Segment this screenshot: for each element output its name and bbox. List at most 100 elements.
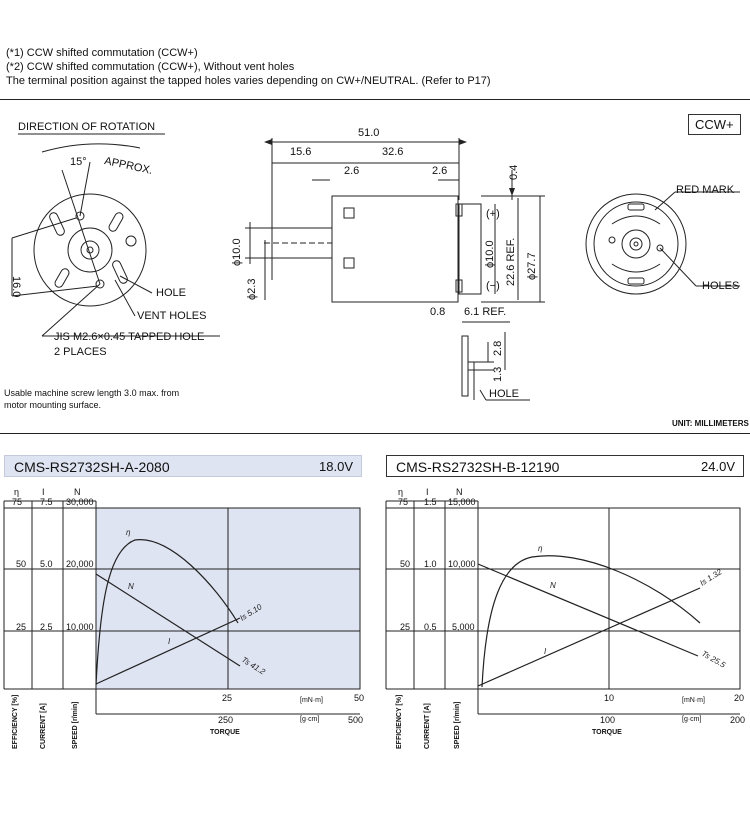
- chart-a-n-label: N: [128, 582, 134, 591]
- dim-16: 16.0: [10, 276, 22, 298]
- chart-b-x-label: TORQUE: [592, 729, 622, 736]
- chart-a-eta-header: η: [14, 487, 20, 497]
- dim-2-6-right: 2.6: [432, 165, 448, 177]
- chart-b-eta-curve: [481, 555, 701, 688]
- terminal-minus: (−): [486, 280, 500, 292]
- chart-b: CMS-RS2732SH-B-12190 24.0V η I N 75 1.5 …: [382, 455, 750, 775]
- chart-a-i-5-0: 5.0: [40, 559, 53, 569]
- chart-a-n-header: N: [74, 487, 81, 497]
- dim-2-6-left: 2.6: [344, 165, 360, 177]
- chart-a-eta-75: 75: [12, 497, 23, 507]
- dim-1-3: 1.3: [492, 366, 504, 382]
- chart-a-xtick-250: 250: [218, 715, 234, 725]
- chart-a-n-10000: 10,000: [66, 622, 94, 632]
- tapped-hole-label: JIS M2.6×0.45 TAPPED HOLE: [54, 331, 205, 343]
- chart-a-svg: η N I Is 5.10 Ts 41.2: [3, 500, 361, 715]
- chart-a-x-unit-mnm: [mN·m]: [300, 697, 323, 704]
- note-3: The terminal position against the tapped…: [6, 75, 491, 87]
- dim-phi10-boss: ϕ10.0: [484, 240, 496, 268]
- divider-top: [0, 99, 750, 100]
- direction-label: DIRECTION OF ROTATION: [18, 121, 156, 133]
- chart-a-xtick-25: 25: [222, 693, 233, 703]
- chart-b-eta-header: η: [398, 487, 404, 497]
- dim-phi2-3: ϕ2.3: [246, 278, 258, 300]
- chart-b-n-header: N: [456, 487, 463, 497]
- chart-a-n-20000: 20,000: [66, 559, 94, 569]
- terminal-plus: (+): [486, 208, 500, 220]
- rotation-badge: CCW+: [688, 114, 741, 135]
- chart-a-eta-50: 50: [16, 559, 27, 569]
- chart-a-current-line: [95, 617, 241, 685]
- note-1: (*1) CCW shifted commutation (CCW+): [6, 47, 198, 59]
- chart-a-xtick-500: 500: [348, 715, 364, 725]
- red-mark-label: RED MARK: [676, 184, 735, 196]
- chart-b-n-label: N: [550, 581, 556, 590]
- angle-label: 15°: [70, 156, 87, 168]
- chart-b-current-line: [477, 587, 701, 687]
- chart-b-eta-75: 75: [398, 497, 409, 507]
- chart-b-y-speed: SPEED [r/min]: [454, 701, 461, 749]
- chart-a-y-current: CURRENT [A]: [40, 703, 47, 749]
- chart-b-xtick-10: 10: [604, 693, 615, 703]
- hole-label: HOLE: [156, 287, 186, 299]
- dim-0-4: 0.4: [508, 164, 520, 180]
- chart-a-n-30000: 30,000: [66, 497, 94, 507]
- chart-b-i-1-5: 1.5: [424, 497, 437, 507]
- chart-a-voltage: 18.0V: [319, 459, 353, 474]
- places-label: 2 PLACES: [54, 346, 107, 358]
- chart-b-n-5000: 5,000: [452, 622, 475, 632]
- chart-a-speed-line: [95, 573, 241, 667]
- chart-a-i-label: I: [168, 637, 171, 646]
- chart-a-x-unit-gcm: [g·cm]: [300, 716, 320, 723]
- dim-22-6-ref: 22.6 REF.: [505, 237, 517, 286]
- chart-b-x-unit-gcm: [g·cm]: [682, 716, 702, 723]
- chart-b-eta-25: 25: [400, 622, 411, 632]
- dim-15-6: 15.6: [290, 146, 312, 158]
- dim-6-1-ref: 6.1 REF.: [464, 306, 507, 318]
- chart-b-model: CMS-RS2732SH-B-12190: [396, 459, 560, 475]
- chart-a: CMS-RS2732SH-A-2080 18.0V η I N 75 7.5 3…: [0, 455, 370, 775]
- chart-a-eta-25: 25: [16, 622, 27, 632]
- chart-b-xtick-100: 100: [600, 715, 616, 725]
- dim-51: 51.0: [358, 127, 380, 139]
- screw-note-1: Usable machine screw length 3.0 max. fro…: [4, 388, 180, 398]
- chart-a-i-7-5: 7.5: [40, 497, 53, 507]
- chart-b-y-efficiency: EFFICIENCY [%]: [396, 694, 403, 749]
- chart-a-xtick-50: 50: [354, 693, 365, 703]
- chart-b-n-15000: 15,000: [448, 497, 476, 507]
- chart-b-i-1-0: 1.0: [424, 559, 437, 569]
- chart-b-i-0-5: 0.5: [424, 622, 437, 632]
- vent-holes-label: VENT HOLES: [137, 310, 207, 322]
- unit-label: UNIT: MILLIMETERS: [672, 419, 749, 428]
- chart-b-eta-50: 50: [400, 559, 411, 569]
- dim-phi27-7: ϕ27.7: [526, 252, 538, 280]
- chart-b-xtick-20: 20: [734, 693, 745, 703]
- chart-a-x-label: TORQUE: [210, 729, 240, 736]
- dim-phi10-shaft: ϕ10.0: [231, 238, 243, 266]
- screw-note-2: motor mounting surface.: [4, 400, 102, 410]
- chart-b-y-current: CURRENT [A]: [424, 703, 431, 749]
- chart-b-header: CMS-RS2732SH-B-12190 24.0V: [386, 455, 744, 477]
- chart-b-svg: η N I Is 1.32 Ts 25.5: [385, 500, 741, 715]
- chart-a-eta-label: η: [126, 528, 131, 537]
- chart-b-n-10000: 10,000: [448, 559, 476, 569]
- technical-drawing: CCW+ DIRECTION OF ROTATION 15° APPROX. 1…: [0, 100, 750, 430]
- chart-a-model: CMS-RS2732SH-A-2080: [14, 459, 170, 475]
- chart-b-x-unit-mnm: [mN·m]: [682, 697, 705, 704]
- chart-a-i-2-5: 2.5: [40, 622, 53, 632]
- chart-b-i-header: I: [426, 487, 429, 497]
- chart-a-eta-curve: [95, 539, 239, 686]
- dim-32-6: 32.6: [382, 146, 404, 158]
- holes-label: HOLES: [702, 280, 740, 292]
- drawing-svg: [11, 133, 740, 401]
- chart-a-i-header: I: [42, 487, 45, 497]
- chart-a-header: CMS-RS2732SH-A-2080 18.0V: [4, 455, 362, 477]
- chart-a-y-efficiency: EFFICIENCY [%]: [12, 694, 19, 749]
- chart-b-i-label: I: [544, 647, 547, 656]
- divider-mid: [0, 433, 750, 434]
- chart-a-y-speed: SPEED [r/min]: [72, 701, 79, 749]
- chart-b-xtick-200: 200: [730, 715, 746, 725]
- dim-0-8: 0.8: [430, 306, 446, 318]
- note-2: (*2) CCW shifted commutation (CCW+), Wit…: [6, 61, 295, 73]
- chart-b-speed-line: [477, 563, 699, 657]
